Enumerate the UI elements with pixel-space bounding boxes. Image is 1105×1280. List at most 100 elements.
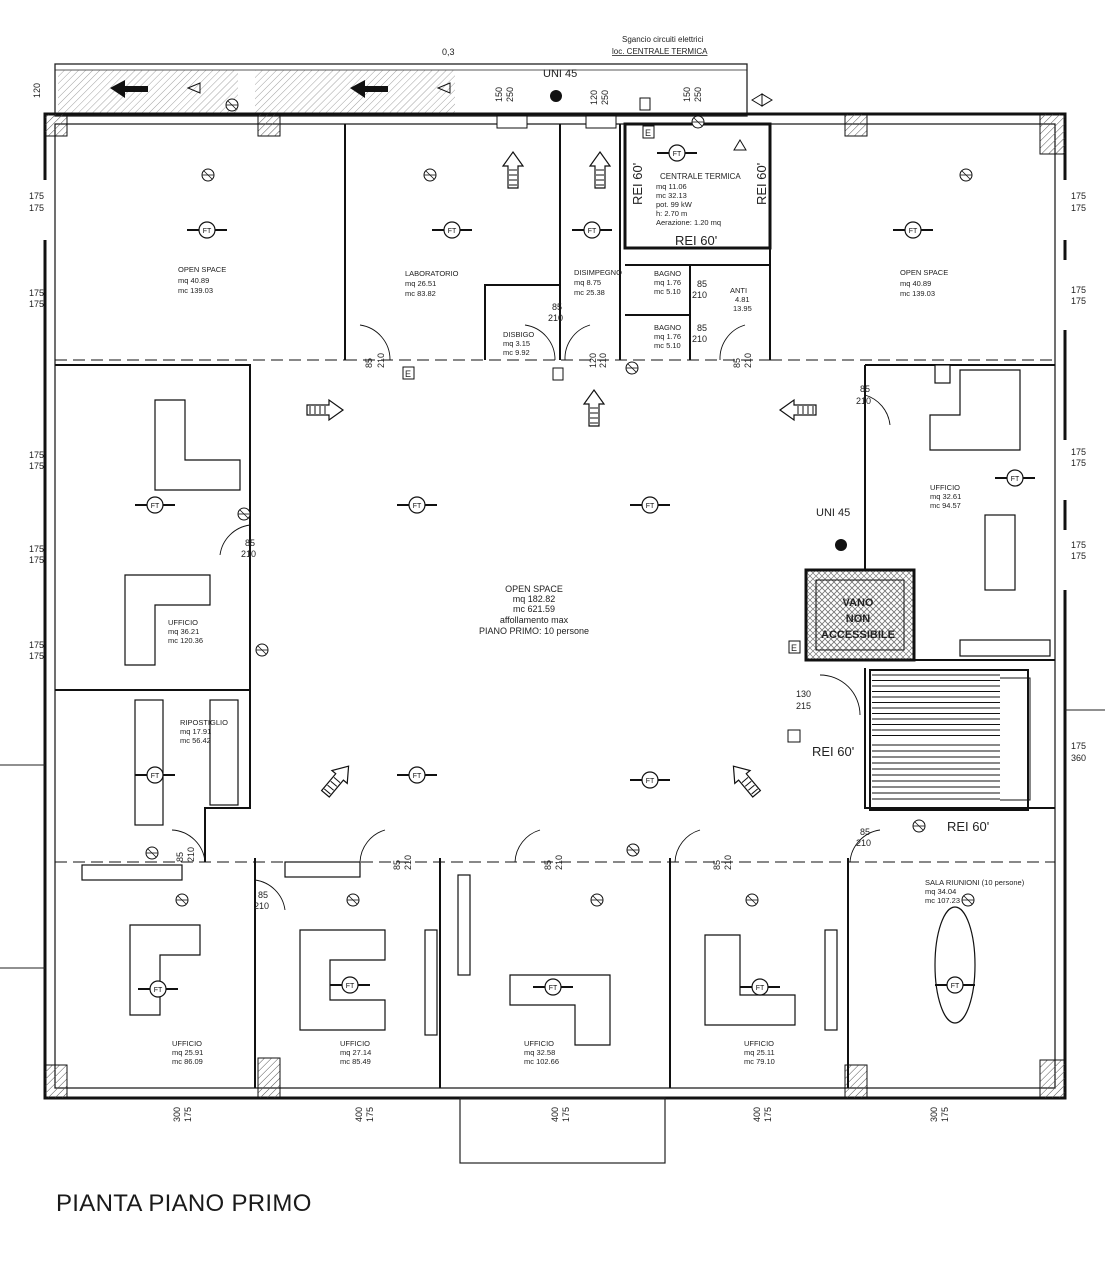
door-height: 210 <box>692 290 707 300</box>
window-dim: 175 <box>365 1107 375 1122</box>
room-name: BAGNO <box>654 323 681 332</box>
room-name: LABORATORIO <box>405 269 459 278</box>
exit-sign: E <box>791 643 797 653</box>
rei60-label: REI 60' <box>947 819 989 834</box>
rei60-label: REI 60' <box>754 163 769 205</box>
window-dim: 175 <box>29 288 44 298</box>
exit-sign: E <box>645 128 651 138</box>
occupancy-label: affollamento max <box>500 615 569 625</box>
room-name: UFFICIO <box>340 1039 370 1048</box>
lamps <box>145 98 975 907</box>
window-dim: 175 <box>29 640 44 650</box>
room-name: OPEN SPACE <box>505 584 563 594</box>
window-dim: 175 <box>1071 551 1086 561</box>
room-name: UFFICIO <box>930 483 960 492</box>
room-volume: mc 107.23 <box>925 896 960 905</box>
escape-arrows <box>306 151 817 801</box>
window-dim: 175 <box>1071 741 1086 751</box>
room-area: mq 36.21 <box>168 627 199 636</box>
window-dim: 175 <box>1071 540 1086 550</box>
room-name: UFFICIO <box>524 1039 554 1048</box>
door-width: 85 <box>258 890 268 900</box>
window-dim: 175 <box>763 1107 773 1122</box>
uni45-label: UNI 45 <box>543 68 577 80</box>
window-dim: 175 <box>1071 203 1086 213</box>
door-width: 85 <box>860 384 870 394</box>
room-name: UFFICIO <box>168 618 198 627</box>
room-height: h: 2.70 m <box>656 209 687 218</box>
window-dim: 175 <box>29 203 44 213</box>
vano-label: ACCESSIBILE <box>821 629 895 641</box>
rei60-label: REI 60' <box>630 163 645 205</box>
page-title: PIANTA PIANO PRIMO <box>56 1190 312 1217</box>
door-height: 210 <box>254 901 269 911</box>
window-dim: 360 <box>1071 753 1086 763</box>
door-width: 85 <box>543 860 553 870</box>
room-area: mq 40.89 <box>178 276 209 285</box>
bottom-balcony <box>459 1097 666 1164</box>
room-name: BAGNO <box>654 269 681 278</box>
door-height: 210 <box>554 855 564 870</box>
door-height: 210 <box>186 847 196 862</box>
door-width: 85 <box>364 358 374 368</box>
door-height: 210 <box>743 353 753 368</box>
window-dim: 175 <box>1071 447 1086 457</box>
room-power: pot. 99 kW <box>656 200 693 209</box>
exit-sign: E <box>405 369 411 379</box>
door-height: 250 <box>505 87 515 102</box>
room-name: DISBIGO <box>503 330 534 339</box>
door-height: 210 <box>723 855 733 870</box>
room-volume: mc 5.10 <box>654 287 681 296</box>
room-name: UFFICIO <box>744 1039 774 1048</box>
room-volume: mc 120.36 <box>168 636 203 645</box>
rei60-label: REI 60' <box>812 744 854 759</box>
sgancio-location: loc. CENTRALE TERMICA <box>612 47 708 56</box>
room-area: mq 32.58 <box>524 1048 555 1057</box>
room-name: CENTRALE TERMICA <box>660 172 741 181</box>
room-area: mq 3.15 <box>503 339 530 348</box>
dim-label: 120 <box>32 83 42 98</box>
room-volume: mc 9.92 <box>503 348 530 357</box>
vano-label: NON <box>846 613 871 625</box>
window-dim: 400 <box>550 1107 560 1122</box>
window-dim: 175 <box>1071 191 1086 201</box>
room-volume: mc 56.42 <box>180 736 211 745</box>
room-volume: mc 79.10 <box>744 1057 775 1066</box>
room-name: OPEN SPACE <box>900 268 948 277</box>
room-volume: mc 25.38 <box>574 288 605 297</box>
window-dim: 175 <box>29 651 44 661</box>
door-swings <box>171 324 891 911</box>
room-volume: mc 94.57 <box>930 501 961 510</box>
door-width: 85 <box>392 860 402 870</box>
door-width: 150 <box>682 87 692 102</box>
door-width: 120 <box>589 90 599 105</box>
door-width: 85 <box>175 852 185 862</box>
room-area: mq 27.14 <box>340 1048 371 1057</box>
room-area: mq 1.76 <box>654 278 681 287</box>
room-area: mq 26.51 <box>405 279 436 288</box>
window-dim: 175 <box>29 555 44 565</box>
door-width: 85 <box>245 538 255 548</box>
window-dim: 300 <box>929 1107 939 1122</box>
room-area: mq 34.04 <box>925 887 956 896</box>
room-name: ANTI <box>730 286 747 295</box>
hydrant-icon <box>550 90 562 102</box>
door-width: 150 <box>494 87 504 102</box>
room-name: OPEN SPACE <box>178 265 226 274</box>
door-height: 210 <box>376 353 386 368</box>
window-dim: 400 <box>752 1107 762 1122</box>
room-name: UFFICIO <box>172 1039 202 1048</box>
uni45-label: UNI 45 <box>816 507 850 519</box>
room-area: mq 40.89 <box>900 279 931 288</box>
door-width: 85 <box>860 827 870 837</box>
door-height: 250 <box>693 87 703 102</box>
window-dim: 175 <box>940 1107 950 1122</box>
door-width: 85 <box>552 302 562 312</box>
room-area: mq 8.75 <box>574 278 601 287</box>
room-area: mq 25.91 <box>172 1048 203 1057</box>
room-volume: 13.95 <box>733 304 752 313</box>
room-area: mq 1.76 <box>654 332 681 341</box>
window-dim: 175 <box>29 450 44 460</box>
door-height: 210 <box>241 549 256 559</box>
